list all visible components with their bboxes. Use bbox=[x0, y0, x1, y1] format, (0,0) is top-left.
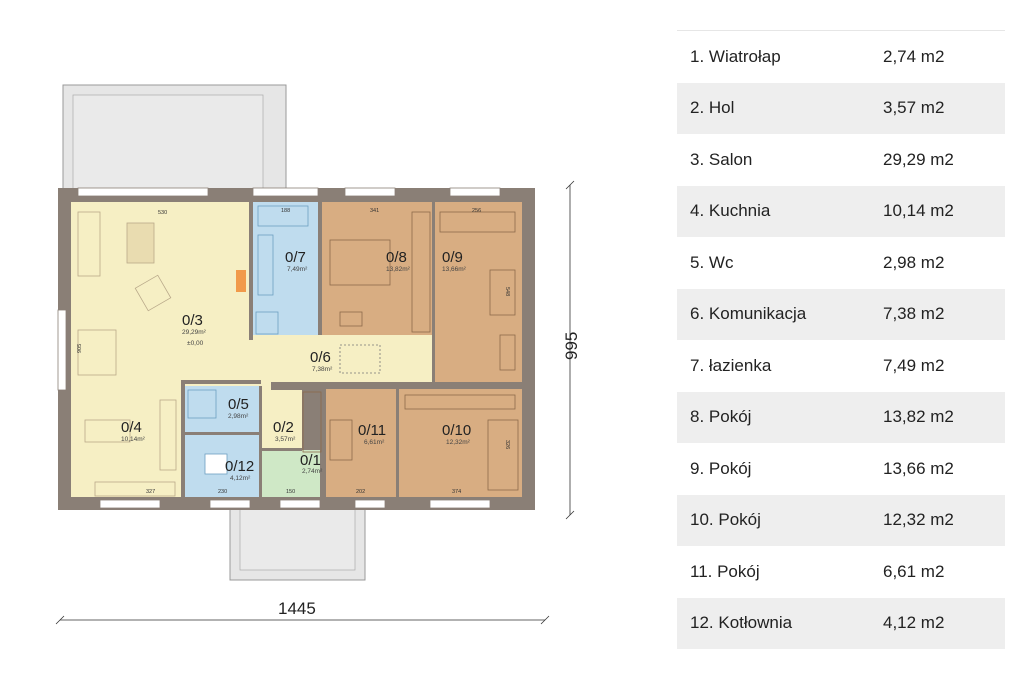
overall-width: 1445 bbox=[278, 599, 316, 618]
room-name: 5. Wc bbox=[690, 252, 734, 272]
room-wiatrolap bbox=[262, 450, 320, 497]
dim-room9-depth: 548 bbox=[504, 287, 510, 296]
room-area-4: 10,14m² bbox=[121, 436, 146, 443]
table-row: 3. Salon 29,29 m2 bbox=[677, 134, 1005, 186]
room-label-10: 0/10 bbox=[442, 422, 471, 439]
room-area-5: 2,98m² bbox=[228, 413, 249, 420]
room-pokoj-10 bbox=[399, 388, 522, 497]
room-label-9: 0/9 bbox=[442, 249, 463, 266]
room-name: 6. Komunikacja bbox=[690, 304, 807, 324]
room-area-11: 6,61m² bbox=[364, 439, 385, 446]
room-label-5: 0/5 bbox=[228, 396, 249, 413]
table-row: 6. Komunikacja 7,38 m2 bbox=[677, 288, 1005, 340]
dim-salon-width: 530 bbox=[158, 210, 167, 216]
dim-kitchen-width: 327 bbox=[146, 489, 155, 495]
furniture bbox=[77, 205, 519, 497]
dim-salon-depth: 905 bbox=[77, 344, 83, 353]
room-komunikacja bbox=[249, 335, 433, 382]
room-area: 6,61 m2 bbox=[883, 561, 945, 581]
room-area: 7,49 m2 bbox=[883, 355, 945, 375]
room-lazienka bbox=[252, 202, 319, 335]
room-area: 29,29 m2 bbox=[883, 149, 954, 169]
room-label-6: 0/6 bbox=[310, 349, 331, 366]
room-name: 11. Pokój bbox=[690, 561, 760, 581]
windows bbox=[57, 187, 501, 509]
table-row: 2. Hol 3,57 m2 bbox=[677, 82, 1005, 134]
table-row: 10. Pokój 12,32 m2 bbox=[677, 494, 1005, 546]
room-pokoj-8 bbox=[322, 202, 432, 335]
room-area: 3,57 m2 bbox=[883, 98, 945, 118]
dim-boiler-width: 230 bbox=[218, 489, 227, 495]
room-label-12: 0/12 bbox=[225, 458, 254, 475]
room-label-2: 0/2 bbox=[273, 419, 294, 436]
terrace-bottom-inner bbox=[239, 504, 356, 571]
dim-room10-depth: 326 bbox=[504, 440, 510, 449]
room-label-11: 0/11 bbox=[358, 422, 386, 439]
table-row: 8. Pokój 13,82 m2 bbox=[677, 391, 1005, 443]
room-label-8: 0/8 bbox=[386, 249, 407, 266]
room-pokoj-11 bbox=[326, 388, 396, 497]
room-hol bbox=[262, 390, 302, 450]
table-row: 9. Pokój 13,66 m2 bbox=[677, 443, 1005, 495]
floor-plan-drawing: 0/3 29,29m² ±0,00 0/7 7,49m² 0/8 13,82m²… bbox=[55, 84, 581, 625]
level-mark: ±0,00 bbox=[187, 340, 204, 347]
room-area-2: 3,57m² bbox=[275, 436, 296, 443]
room-wc bbox=[183, 386, 259, 432]
dim-bath-width: 188 bbox=[281, 208, 290, 214]
interior-walls bbox=[181, 202, 522, 500]
room-area: 2,98 m2 bbox=[883, 252, 945, 272]
room-area-8: 13,82m² bbox=[386, 266, 411, 273]
room-name: 8. Pokój bbox=[690, 407, 752, 427]
table-row: 11. Pokój 6,61 m2 bbox=[677, 546, 1005, 598]
room-area-3: 29,29m² bbox=[182, 329, 207, 336]
room-label-4: 0/4 bbox=[121, 419, 142, 436]
room-area-7: 7,49m² bbox=[287, 266, 308, 273]
room-name: 7. łazienka bbox=[690, 355, 772, 375]
room-name: 9. Pokój bbox=[690, 458, 752, 478]
room-area: 10,14 m2 bbox=[883, 201, 954, 221]
room-area: 12,32 m2 bbox=[883, 510, 954, 530]
dim-entry-width: 150 bbox=[286, 489, 295, 495]
room-label-3: 0/3 bbox=[182, 312, 203, 329]
room-area: 13,66 m2 bbox=[883, 458, 954, 478]
room-name: 10. Pokój bbox=[690, 510, 761, 530]
room-name: 3. Salon bbox=[690, 149, 753, 169]
room-area: 7,38 m2 bbox=[883, 304, 945, 324]
terrace-top-inner bbox=[72, 94, 264, 191]
dim-room11-width: 202 bbox=[356, 489, 365, 495]
room-area: 13,82 m2 bbox=[883, 407, 954, 427]
table-row: 4. Kuchnia 10,14 m2 bbox=[677, 185, 1005, 237]
dim-room8-width: 341 bbox=[370, 208, 379, 214]
dimension-lines bbox=[55, 180, 575, 625]
room-area-12: 4,12m² bbox=[230, 475, 251, 482]
room-name: 2. Hol bbox=[690, 98, 735, 118]
room-label-7: 0/7 bbox=[285, 249, 306, 266]
room-name: 12. Kotłownia bbox=[690, 613, 793, 633]
dim-room10-width: 374 bbox=[452, 489, 461, 495]
floor-plan: 0/3 29,29m² ±0,00 0/7 7,49m² 0/8 13,82m²… bbox=[55, 84, 581, 625]
overall-depth: 995 bbox=[562, 332, 581, 360]
room-area-6: 7,38m² bbox=[312, 366, 333, 373]
room-area-1: 2,74m² bbox=[302, 468, 323, 475]
table-row: 12. Kotłownia 4,12 m2 bbox=[677, 597, 1005, 649]
room-label-1: 0/1 bbox=[300, 452, 321, 469]
dim-room9-width: 256 bbox=[472, 208, 481, 214]
room-area: 2,74 m2 bbox=[883, 30, 1005, 83]
room-area: 4,12 m2 bbox=[883, 613, 945, 633]
room-kuchnia bbox=[71, 382, 181, 497]
table-row: 5. Wc 2,98 m2 bbox=[677, 237, 1005, 289]
room-name: 1. Wiatrołap bbox=[677, 30, 883, 83]
room-area-10: 12,32m² bbox=[446, 439, 471, 446]
table-row: 7. łazienka 7,49 m2 bbox=[677, 340, 1005, 392]
room-area-9: 13,66m² bbox=[442, 266, 467, 273]
room-salon bbox=[71, 202, 249, 382]
room-name: 4. Kuchnia bbox=[690, 201, 771, 221]
